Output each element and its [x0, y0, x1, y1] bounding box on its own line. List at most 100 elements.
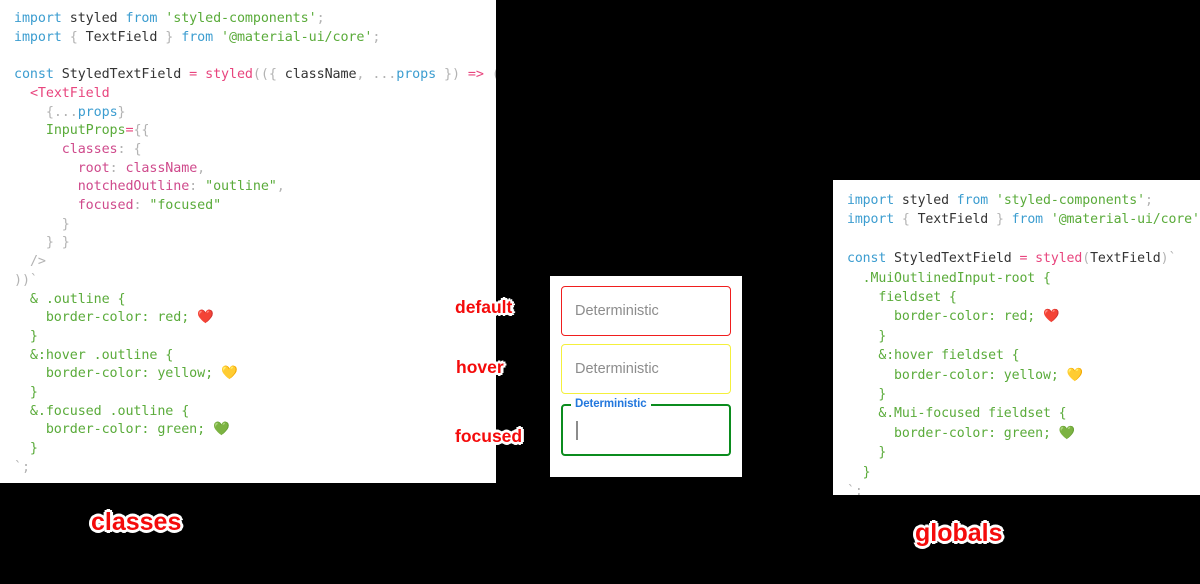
code-line: border-color: red; ❤️ — [847, 307, 1200, 326]
code-token: import — [14, 29, 70, 45]
annotation-hover: hover — [456, 357, 504, 377]
code-token: ; — [1144, 193, 1153, 208]
code-token: } } — [45, 235, 70, 251]
code-line: } — [14, 384, 496, 403]
code-token: = — [1011, 251, 1036, 267]
code-token: & .outline { — [14, 291, 126, 307]
textfield-hover[interactable]: Deterministic — [561, 344, 731, 394]
code-token: <TextField — [29, 85, 110, 101]
code-line: const StyledTextField = styled(({ classN… — [14, 66, 496, 85]
textfield-focused-label: Deterministic — [571, 397, 651, 411]
code-token: } — [14, 441, 38, 457]
code-token: } — [61, 216, 70, 232]
code-token — [14, 161, 78, 176]
code-line: } } — [14, 234, 496, 253]
code-token: styled — [69, 11, 118, 26]
code-token: } — [14, 385, 38, 401]
code-line: } — [14, 440, 496, 459]
heart-icon: ❤️ — [197, 310, 214, 326]
code-line: } — [847, 385, 1200, 404]
code-token: const — [14, 67, 62, 83]
code-token: import — [14, 11, 70, 26]
code-token — [14, 105, 46, 120]
code-token: StyledTextField — [61, 67, 182, 83]
code-token: import — [847, 193, 902, 208]
code-line: &.Mui-focused fieldset { — [847, 404, 1200, 423]
code-token: {{ — [133, 123, 150, 139]
code-token: '@material-ui/core' — [221, 29, 373, 45]
annotation-focused: focused — [455, 426, 523, 446]
heart-icon: 💛 — [221, 366, 238, 382]
code-token: : — [189, 179, 206, 195]
code-token: TextField — [1090, 251, 1161, 267]
code-token — [14, 217, 62, 232]
code-token: styled — [901, 193, 949, 208]
code-token: : — [133, 198, 150, 214]
code-token: from — [948, 193, 996, 208]
heart-icon: 💚 — [1058, 425, 1075, 441]
code-token: => — [459, 67, 492, 83]
code-token: ; — [316, 11, 325, 26]
code-line: `; — [847, 482, 1200, 495]
code-token: import — [847, 212, 902, 228]
code-line: } — [14, 328, 496, 347]
code-token: InputProps — [45, 123, 126, 139]
code-line: } — [14, 216, 496, 235]
code-token: { — [69, 29, 78, 45]
code-token — [14, 198, 78, 213]
code-line — [847, 230, 1200, 249]
textfield-default-text: Deterministic — [575, 303, 659, 319]
textfield-focused[interactable]: Deterministic — [561, 397, 731, 456]
code-token: , — [276, 179, 285, 195]
code-token: props — [77, 104, 118, 120]
code-line: border-color: red; ❤️ — [14, 309, 496, 328]
code-token: ( — [1082, 251, 1091, 267]
code-line: <TextField — [14, 85, 496, 104]
code-line: root: className, — [14, 160, 496, 179]
code-token: ... — [53, 104, 78, 120]
code-line: const StyledTextField = styled(TextField… — [847, 249, 1200, 268]
code-token: ; — [372, 29, 381, 45]
code-token: &.Mui-focused fieldset { — [847, 406, 1067, 422]
code-token: props — [396, 67, 437, 83]
code-panel-classes: import styled from 'styled-components';i… — [0, 0, 496, 483]
code-token: border-color: red; — [847, 309, 1043, 325]
code-token: : — [117, 141, 134, 157]
code-token — [14, 86, 30, 101]
annotation-default: default — [455, 297, 513, 317]
code-panel-globals: import styled from 'styled-components'; i… — [833, 180, 1200, 495]
code-line: import { TextField } from '@material-ui/… — [847, 210, 1200, 229]
code-line: border-color: yellow; 💛 — [14, 365, 496, 384]
code-token: const — [847, 251, 895, 267]
code-token: &.focused .outline { — [14, 403, 190, 419]
code-line: & .outline { — [14, 291, 496, 310]
code-token: &:hover .outline { — [14, 347, 174, 363]
code-token: } — [165, 29, 174, 45]
code-token: 'styled-components' — [995, 193, 1145, 208]
heart-icon: ❤️ — [1043, 309, 1060, 325]
code-token: .MuiOutlinedInput-root { — [847, 270, 1051, 286]
annotation-classes-title: classes — [91, 508, 182, 536]
textfield-default[interactable]: Deterministic — [561, 286, 731, 336]
code-token: from — [1003, 212, 1051, 228]
code-token: } — [995, 212, 1004, 228]
code-token: &:hover fieldset { — [847, 348, 1020, 364]
code-token: )` — [1160, 251, 1177, 267]
code-token: } — [117, 104, 126, 120]
code-token: ) — [452, 67, 460, 83]
code-token: = — [181, 67, 206, 83]
code-token: { — [268, 67, 277, 83]
code-line: } — [847, 327, 1200, 346]
code-token: TextField — [77, 29, 166, 45]
code-token: root — [77, 160, 110, 176]
code-token: 'styled-components' — [165, 11, 317, 26]
code-token — [14, 254, 30, 269]
code-token: TextField — [909, 212, 996, 228]
code-line: ))` — [14, 272, 496, 291]
code-line: {...props} — [14, 104, 496, 123]
code-token: ))` — [14, 272, 38, 288]
code-line: border-color: green; 💚 — [14, 421, 496, 440]
code-token: } — [847, 328, 887, 344]
code-line: import { TextField } from '@material-ui/… — [14, 29, 496, 48]
code-token — [14, 123, 46, 138]
